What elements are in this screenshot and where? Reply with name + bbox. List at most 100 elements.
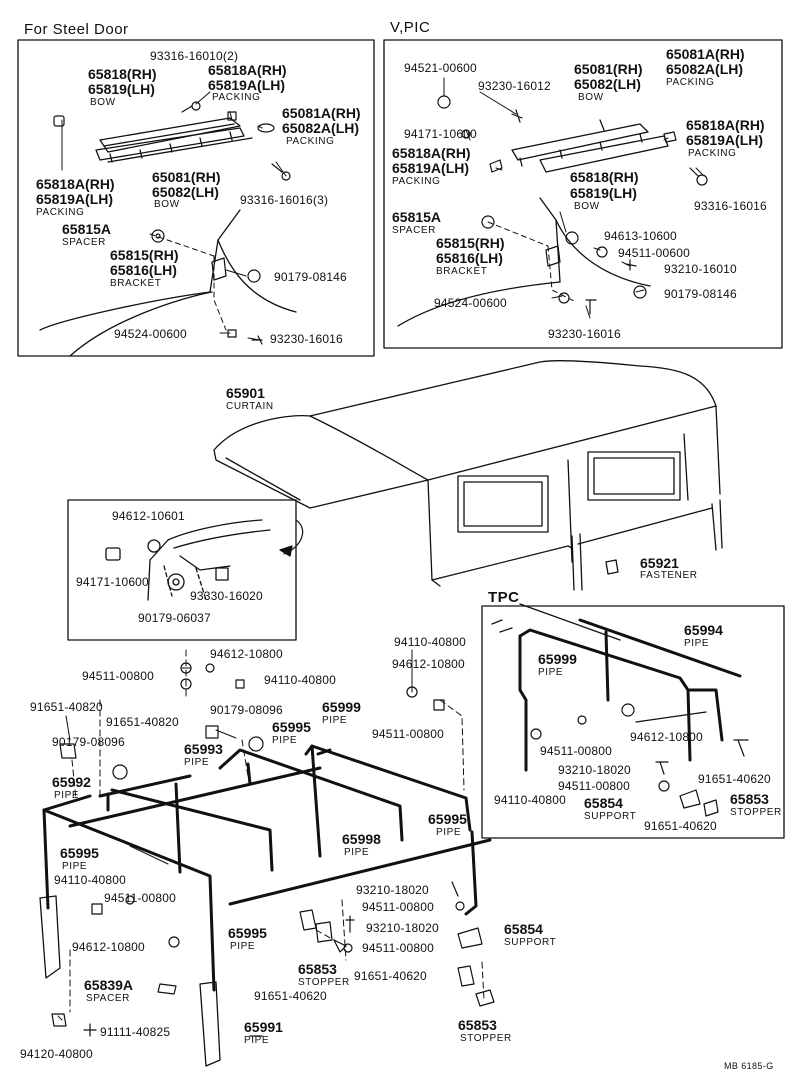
part-number: 65995 xyxy=(272,719,311,735)
part-number: 65921 xyxy=(640,555,679,571)
part-description: STOPPER xyxy=(730,807,782,818)
part-description: PIPE xyxy=(184,757,210,768)
part-number: 91651-40820 xyxy=(106,715,179,729)
part-number: 65993 xyxy=(184,741,223,757)
part-number: 90179-06037 xyxy=(138,611,211,625)
part-description: PIPE xyxy=(244,1035,270,1046)
part-number: 93210-18020 xyxy=(356,883,429,897)
part-number: 90179-08146 xyxy=(274,270,347,284)
part-number: 65082(LH) xyxy=(574,76,641,92)
part-number: 65998 xyxy=(342,831,381,847)
catalog-code: MB 6185-G xyxy=(724,1061,774,1071)
part-number: 94612-10601 xyxy=(112,509,185,523)
part-description: PACKING xyxy=(688,148,737,159)
vpic-leader-lines xyxy=(443,77,705,319)
detail-frame xyxy=(67,499,297,641)
part-description: CURTAIN xyxy=(226,401,274,412)
part-description: PACKING xyxy=(666,77,715,88)
part-number: 65082A(LH) xyxy=(666,61,744,77)
part-description: PIPE xyxy=(436,827,462,838)
part-number: 65819A(LH) xyxy=(686,132,764,148)
part-number: 65818A(RH) xyxy=(36,176,115,192)
part-number: 65901 xyxy=(226,385,265,401)
steel-door-body-outline xyxy=(39,209,297,357)
part-number: 65995 xyxy=(60,845,99,861)
part-number: 94171-10600 xyxy=(76,575,149,589)
part-number: 94120-40800 xyxy=(20,1047,93,1061)
vpic-body-outline xyxy=(397,197,651,327)
part-number: 65815(RH) xyxy=(110,247,179,263)
part-number: 65995 xyxy=(428,811,467,827)
frame-fasteners xyxy=(51,662,495,1037)
part-number: 65815(RH) xyxy=(436,235,505,251)
part-number: 90179-08146 xyxy=(664,287,737,301)
part-number: 65992 xyxy=(52,774,91,790)
part-description: BOW xyxy=(154,199,180,210)
part-number: 94110-40800 xyxy=(394,635,467,649)
part-description: BOW xyxy=(574,201,600,212)
part-description: PIPE xyxy=(322,715,348,726)
part-description: SPACER xyxy=(62,237,106,248)
steel-door-fasteners xyxy=(53,101,291,345)
part-number: 91651-40620 xyxy=(354,969,427,983)
section-title-vpic: V,PIC xyxy=(390,19,431,36)
part-description: STOPPER xyxy=(298,977,350,988)
part-number: 65999 xyxy=(322,699,361,715)
frame-rubber-ends xyxy=(39,895,221,1067)
part-number: 65991 xyxy=(244,1019,283,1035)
part-description: PIPE xyxy=(62,861,88,872)
part-number: 65818(RH) xyxy=(570,169,639,185)
part-description: SUPPORT xyxy=(584,811,637,822)
part-description: PACKING xyxy=(286,136,335,147)
part-description: PIPE xyxy=(272,735,298,746)
frame-leader-lines xyxy=(57,649,485,1021)
part-description: PIPE xyxy=(230,941,256,952)
part-description: BRACKET xyxy=(436,266,488,277)
steel-door-frame xyxy=(17,39,375,357)
part-description: PIPE xyxy=(684,638,710,649)
part-number: 94524-00600 xyxy=(434,296,507,310)
tpc-frame xyxy=(481,605,785,839)
part-number: 94110-40800 xyxy=(54,873,127,887)
part-description: PACKING xyxy=(212,92,261,103)
frame-pipes xyxy=(42,744,492,992)
part-number: 93230-16016 xyxy=(548,327,621,341)
part-number: 65818A(RH) xyxy=(208,62,287,78)
part-number: 93316-16016 xyxy=(694,199,767,213)
steel-door-leader-lines xyxy=(61,91,287,341)
part-number: 93210-16010 xyxy=(664,262,737,276)
part-number: 65816(LH) xyxy=(436,250,503,266)
part-description: STOPPER xyxy=(460,1033,512,1044)
part-description: PIPE xyxy=(344,847,370,858)
part-number: 90179-08096 xyxy=(52,735,125,749)
part-number: 65854 xyxy=(584,795,623,811)
part-number: 94511-00600 xyxy=(618,246,691,260)
part-description: FASTENER xyxy=(640,570,698,581)
curtain-drawing xyxy=(213,360,723,591)
part-number: 65816(LH) xyxy=(110,262,177,278)
part-number: 65994 xyxy=(684,622,723,638)
steel-door-bow-assembly xyxy=(95,117,253,163)
part-number: 65818(RH) xyxy=(88,66,157,82)
part-number: 65999 xyxy=(538,651,577,667)
section-title-steel-door: For Steel Door xyxy=(24,21,129,38)
part-number: 91651-40620 xyxy=(254,989,327,1003)
part-description: PIPE xyxy=(54,790,80,801)
part-number: 94511-00800 xyxy=(104,891,177,905)
part-number: 94612-10800 xyxy=(72,940,145,954)
vpic-bow-assembly xyxy=(511,119,669,173)
part-number: 65819(LH) xyxy=(570,185,637,201)
part-description: SUPPORT xyxy=(504,937,557,948)
part-number: 65082A(LH) xyxy=(282,120,360,136)
part-description: BRACKET xyxy=(110,278,162,289)
part-number: 65819A(LH) xyxy=(208,77,286,93)
part-number: 65082(LH) xyxy=(152,184,219,200)
part-number: 65853 xyxy=(298,961,337,977)
part-number: 94110-40800 xyxy=(264,673,337,687)
part-number: 65081A(RH) xyxy=(282,105,361,121)
part-description: BOW xyxy=(90,97,116,108)
detail-drawing xyxy=(105,519,304,601)
tpc-fasteners xyxy=(530,703,749,817)
